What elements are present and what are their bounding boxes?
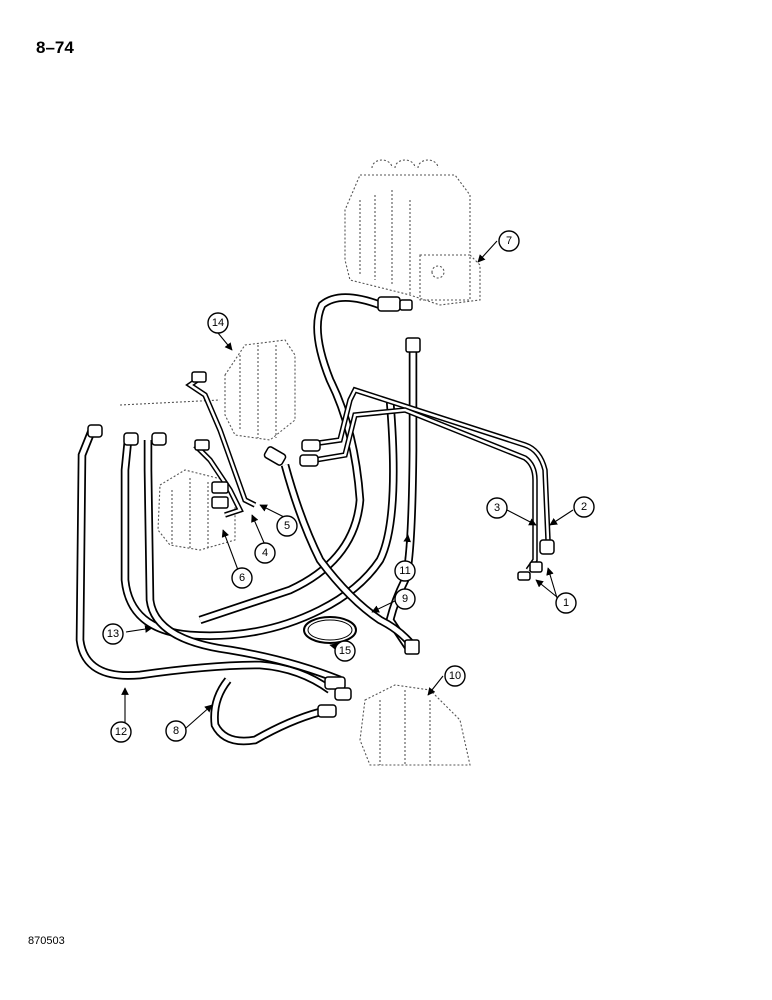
- callout-3: 3: [486, 497, 508, 519]
- hose-13: [120, 399, 398, 640]
- valve-block-6: [157, 469, 236, 551]
- pipe-3: [314, 407, 538, 572]
- svg-text:3: 3: [494, 502, 500, 514]
- callout-11: 11: [394, 560, 416, 582]
- hose-7: [198, 293, 382, 625]
- figure-code: 870503: [28, 935, 65, 947]
- hose-left-3: [143, 440, 342, 684]
- callout-1: 1: [555, 592, 577, 614]
- svg-text:5: 5: [284, 520, 290, 532]
- pipe-5: [185, 375, 257, 508]
- callout-9: 9: [394, 588, 416, 610]
- hose-8: [210, 677, 322, 746]
- svg-text:1: 1: [563, 597, 569, 609]
- callout-6: 6: [231, 567, 253, 589]
- callout-4: 4: [254, 542, 276, 564]
- callout-12: 12: [110, 721, 132, 743]
- svg-text:11: 11: [399, 565, 410, 577]
- callout-10: 10: [444, 665, 466, 687]
- callout-8: 8: [165, 720, 187, 742]
- svg-text:9: 9: [402, 593, 408, 605]
- callout-14: 14: [207, 312, 229, 334]
- svg-text:13: 13: [107, 628, 119, 640]
- svg-text:12: 12: [115, 726, 127, 738]
- callout-2: 2: [573, 496, 595, 518]
- control-valve-7: [344, 159, 481, 306]
- svg-text:4: 4: [262, 547, 268, 559]
- page-number: 8–74: [36, 38, 74, 57]
- fittings: [87, 296, 555, 718]
- valve-block-14: [119, 339, 296, 441]
- pipe-2: [304, 386, 551, 541]
- svg-text:10: 10: [449, 670, 461, 682]
- svg-text:7: 7: [506, 235, 512, 247]
- callout-5: 5: [276, 515, 298, 537]
- svg-text:6: 6: [239, 572, 245, 584]
- callout-13: 13: [102, 623, 124, 645]
- callout-7: 7: [498, 230, 520, 252]
- snap-ring-15: [303, 616, 357, 644]
- hose-12: [75, 428, 333, 694]
- svg-text:15: 15: [339, 645, 351, 657]
- svg-text:8: 8: [173, 725, 179, 737]
- svg-text:2: 2: [581, 501, 587, 513]
- hose-9: [280, 463, 416, 648]
- svg-text:14: 14: [212, 317, 224, 329]
- callout-15: 15: [334, 640, 356, 662]
- valve-block-10: [359, 684, 471, 766]
